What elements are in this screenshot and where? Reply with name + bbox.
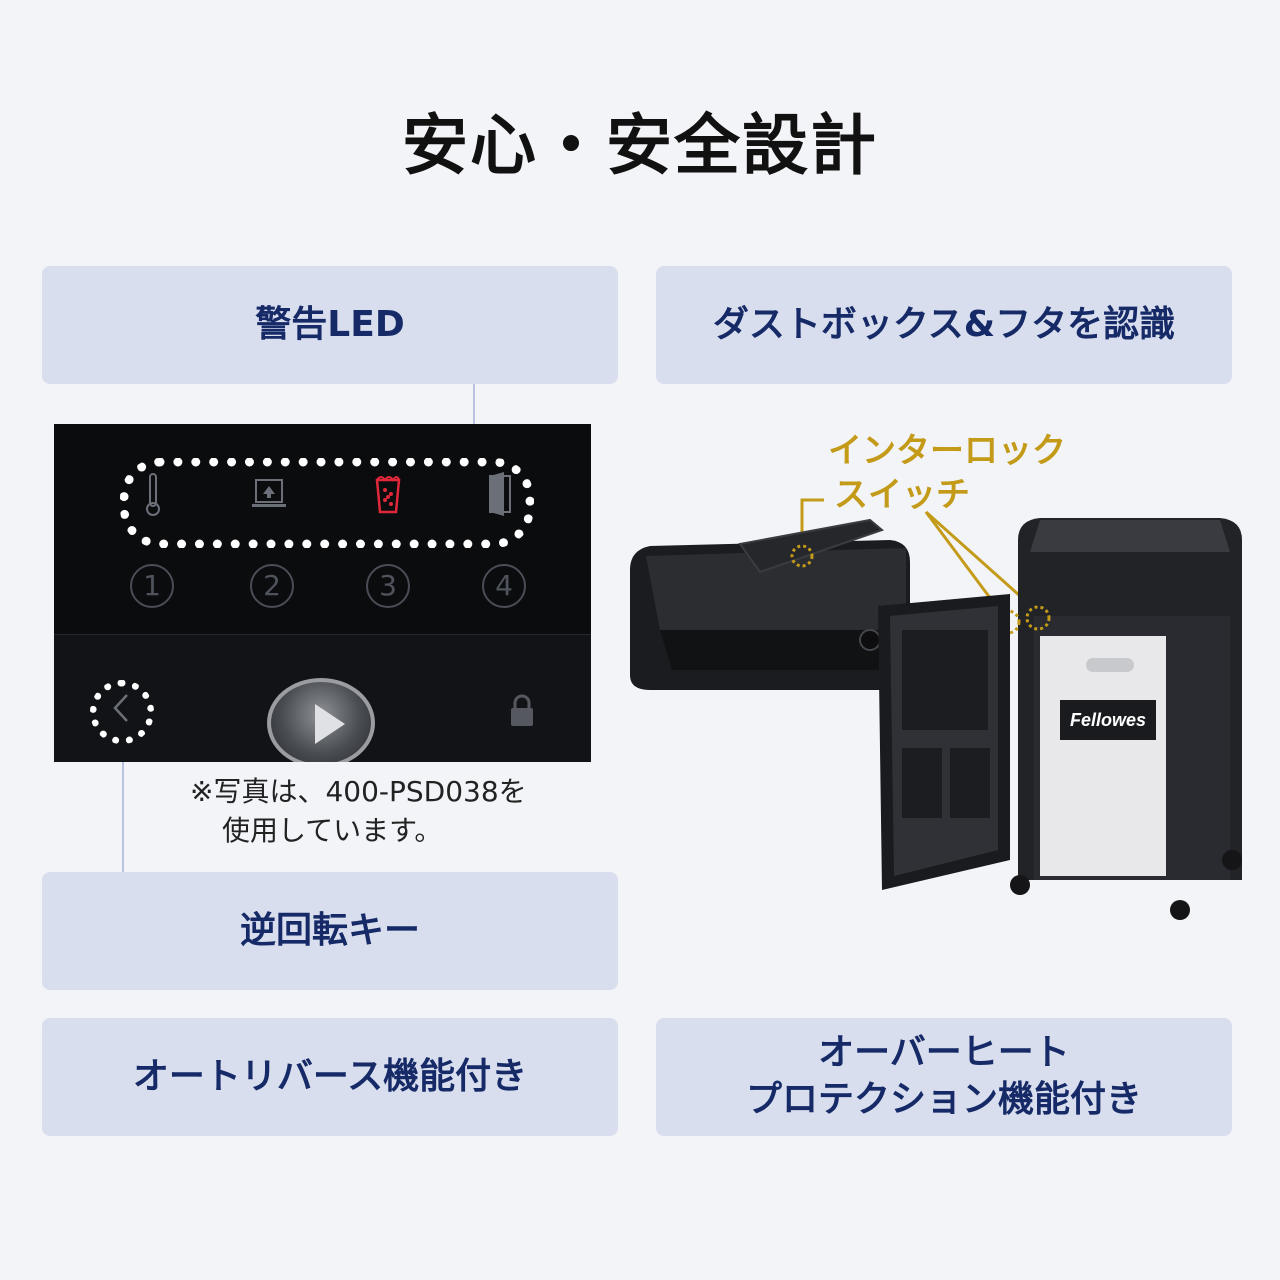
interlock-switch-label: インターロック スイッチ: [828, 430, 1066, 517]
fellowes-logo: Fellowes: [1070, 710, 1146, 730]
feature-label-reverse-key: 逆回転キー: [239, 909, 420, 951]
feature-card-overheat-protection: オーバーヒート プロテクション機能付き: [656, 1018, 1232, 1136]
feature-label-auto-reverse: オートリバース機能付き: [132, 1055, 528, 1097]
play-icon: [315, 704, 345, 744]
interlock-label-line1: インターロック: [828, 431, 1066, 471]
led-connector-line: [473, 384, 475, 460]
reverse-key-highlight-outline: [90, 680, 154, 744]
lock-icon: [506, 694, 538, 737]
open-lid-shredder: [630, 518, 910, 690]
reverse-chevron-icon: [110, 692, 132, 732]
led-highlight-outline: [120, 458, 534, 548]
feature-label-dustbox-detection: ダストボックス&フタを認識: [712, 303, 1176, 345]
feature-label-overheat-line1: オーバーヒート: [818, 1032, 1070, 1074]
paper-feed-icon: [250, 478, 290, 519]
feature-label-overheat-line2: プロテクション機能付き: [745, 1079, 1142, 1120]
shredder-product-photo: Fellowes: [630, 498, 1242, 920]
panel-number-4: 4: [482, 564, 526, 608]
open-door-panel: [878, 594, 1010, 890]
control-panel-photo: 1 2 3 4: [54, 424, 591, 762]
feature-label-warning-led: 警告LED: [255, 303, 405, 345]
panel-number-2: 2: [250, 564, 294, 608]
door-open-icon: [486, 472, 518, 525]
main-shredder-unit: Fellowes: [995, 518, 1242, 920]
feature-card-auto-reverse: オートリバース機能付き: [42, 1018, 618, 1136]
panel-number-1: 1: [130, 564, 174, 608]
feature-card-warning-led: 警告LED: [42, 266, 618, 384]
feature-card-reverse-key: 逆回転キー: [42, 872, 618, 990]
thermometer-icon: [138, 472, 168, 525]
reverse-connector-line: [122, 745, 124, 872]
interlock-label-line2: スイッチ: [834, 474, 970, 515]
bin-full-led-icon: [370, 474, 406, 523]
photo-note-line1: ※写真は、400-PSD038を: [190, 775, 527, 808]
play-button: [267, 678, 375, 762]
photo-note-line2: 使用しています。: [222, 814, 443, 848]
page-title: 安心・安全設計: [402, 107, 878, 184]
feature-card-dustbox-detection: ダストボックス&フタを認識: [656, 266, 1232, 384]
photo-note: ※写真は、400-PSD038を 使用しています。: [190, 772, 527, 850]
panel-number-3: 3: [366, 564, 410, 608]
